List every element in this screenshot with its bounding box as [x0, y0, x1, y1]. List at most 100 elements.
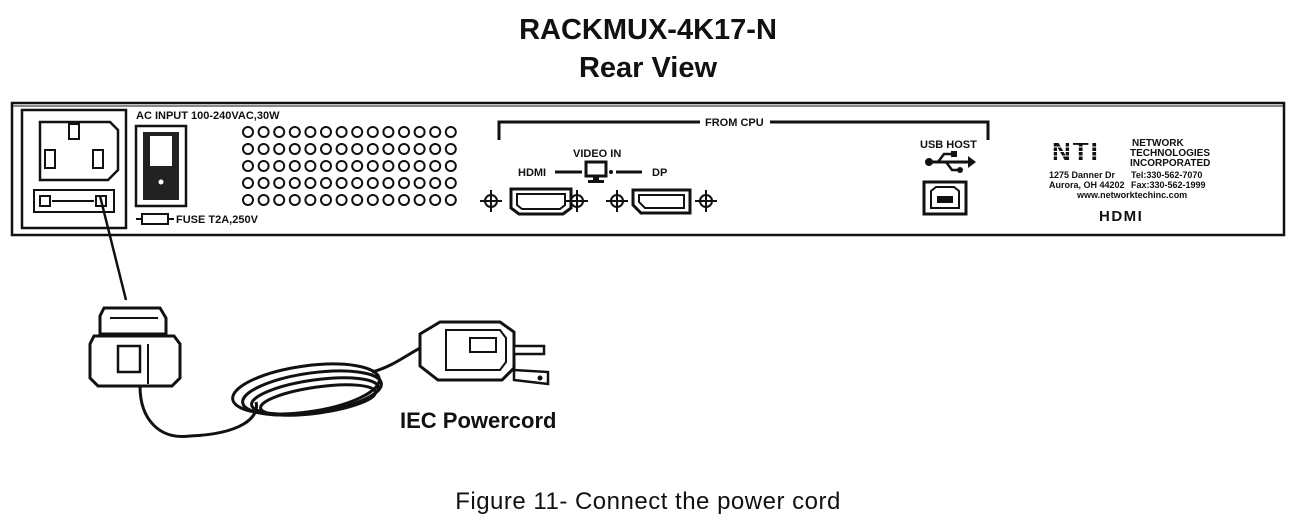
vent-hole	[398, 194, 410, 206]
vent-hole	[304, 126, 317, 138]
usb-host-label: USB HOST	[920, 139, 977, 151]
vent-hole	[288, 177, 301, 189]
vent-hole	[242, 160, 254, 172]
vent-hole	[335, 143, 348, 155]
vent-hole	[429, 126, 442, 138]
vent-hole	[320, 160, 332, 172]
vent-hole	[304, 194, 317, 206]
hdmi-screw-left	[480, 190, 502, 212]
vent-hole	[273, 126, 286, 138]
fuse-label: FUSE T2A,250V	[176, 214, 259, 226]
vent-hole	[257, 194, 270, 206]
vent-hole	[320, 143, 332, 155]
vent-hole	[257, 177, 270, 189]
figure-caption: Figure 11- Connect the power cord	[455, 488, 841, 515]
usb-b-port-icon	[922, 180, 968, 216]
vent-hole	[304, 143, 317, 155]
vent-hole	[257, 126, 270, 138]
vent-hole	[398, 143, 410, 155]
vendor-name-line2: TECHNOLOGIES	[1130, 148, 1210, 159]
vendor-name-line3: INCORPORATED	[1130, 158, 1210, 169]
vent-hole	[351, 177, 364, 189]
vent-hole	[320, 177, 332, 189]
vent-hole	[366, 160, 379, 172]
vent-hole	[366, 194, 379, 206]
vendor-fax: Fax:330-562-1999	[1131, 180, 1206, 190]
vent-hole	[335, 194, 348, 206]
iec-powercord-label: IEC Powercord	[400, 408, 556, 433]
vent-hole	[444, 177, 457, 189]
vent-hole	[413, 160, 426, 172]
vent-hole	[288, 126, 301, 138]
vent-hole	[413, 194, 426, 206]
vent-hole	[273, 160, 286, 172]
vent-hole	[382, 126, 395, 138]
fuse-icon	[136, 213, 174, 225]
video-in-label: VIDEO IN	[573, 148, 621, 160]
vent-hole	[398, 177, 410, 189]
dp-screw-left	[606, 190, 628, 212]
vent-hole	[288, 143, 301, 155]
vent-hole	[242, 177, 254, 189]
vent-hole	[257, 143, 270, 155]
from-cpu-label: FROM CPU	[705, 117, 764, 129]
vendor-address-line1: 1275 Danner Dr	[1049, 170, 1116, 180]
vent-hole	[304, 160, 317, 172]
vent-hole	[444, 126, 457, 138]
vent-hole	[382, 143, 395, 155]
vent-hole	[444, 194, 457, 206]
power-inlet-icon	[20, 108, 128, 230]
vent-hole	[413, 126, 426, 138]
vent-hole	[288, 160, 301, 172]
vent-hole	[413, 177, 426, 189]
vent-hole	[242, 143, 254, 155]
monitor-icon	[584, 160, 613, 183]
vent-hole	[382, 177, 395, 189]
vendor-website: www.networktechinc.com	[1076, 190, 1187, 200]
hdmi-logo: HDMI	[1099, 208, 1143, 225]
vendor-name-line1: NETWORK	[1132, 138, 1184, 149]
vent-hole	[273, 143, 286, 155]
vent-hole	[242, 194, 254, 206]
vent-hole	[366, 177, 379, 189]
displayport-port-icon	[631, 188, 692, 215]
power-cord-icon	[138, 342, 429, 438]
vent-hole	[351, 126, 364, 138]
vent-hole	[382, 194, 395, 206]
vent-hole	[288, 194, 301, 206]
vent-hole	[335, 177, 348, 189]
nti-logo: NTI	[1046, 136, 1128, 166]
vent-hole	[273, 177, 286, 189]
vent-hole	[413, 143, 426, 155]
vent-hole	[382, 160, 395, 172]
vent-hole	[351, 160, 364, 172]
ac-input-label: AC INPUT 100-240VAC,30W	[136, 110, 280, 122]
dp-screw-right	[695, 190, 717, 212]
vent-hole	[429, 194, 442, 206]
vent-hole	[444, 143, 457, 155]
vent-hole	[429, 177, 442, 189]
vent-hole	[335, 126, 348, 138]
diagram-subtitle: Rear View	[578, 52, 718, 84]
vent-hole	[398, 160, 410, 172]
hdmi-port-label: HDMI	[518, 167, 546, 179]
vent-holes	[242, 126, 457, 206]
vent-hole	[351, 194, 364, 206]
vent-hole	[304, 177, 317, 189]
vent-hole	[366, 143, 379, 155]
vent-hole	[398, 126, 410, 138]
vent-hole	[257, 160, 270, 172]
vent-hole	[320, 126, 332, 138]
vent-hole	[444, 160, 457, 172]
vent-hole	[429, 160, 442, 172]
vent-hole	[351, 143, 364, 155]
iec-plug-icon	[418, 320, 550, 386]
vent-hole	[429, 143, 442, 155]
rear-panel-diagram: AC INPUT 100-240VAC,30W FUSE T2A,250V FR…	[10, 101, 1286, 438]
vendor-address-line2: Aurora, OH 44202	[1049, 180, 1125, 190]
dp-port-label: DP	[652, 167, 667, 179]
connection-arrow-line	[98, 195, 128, 301]
vent-hole	[273, 194, 286, 206]
vent-hole	[242, 126, 254, 138]
hdmi-screw-right	[566, 190, 588, 212]
